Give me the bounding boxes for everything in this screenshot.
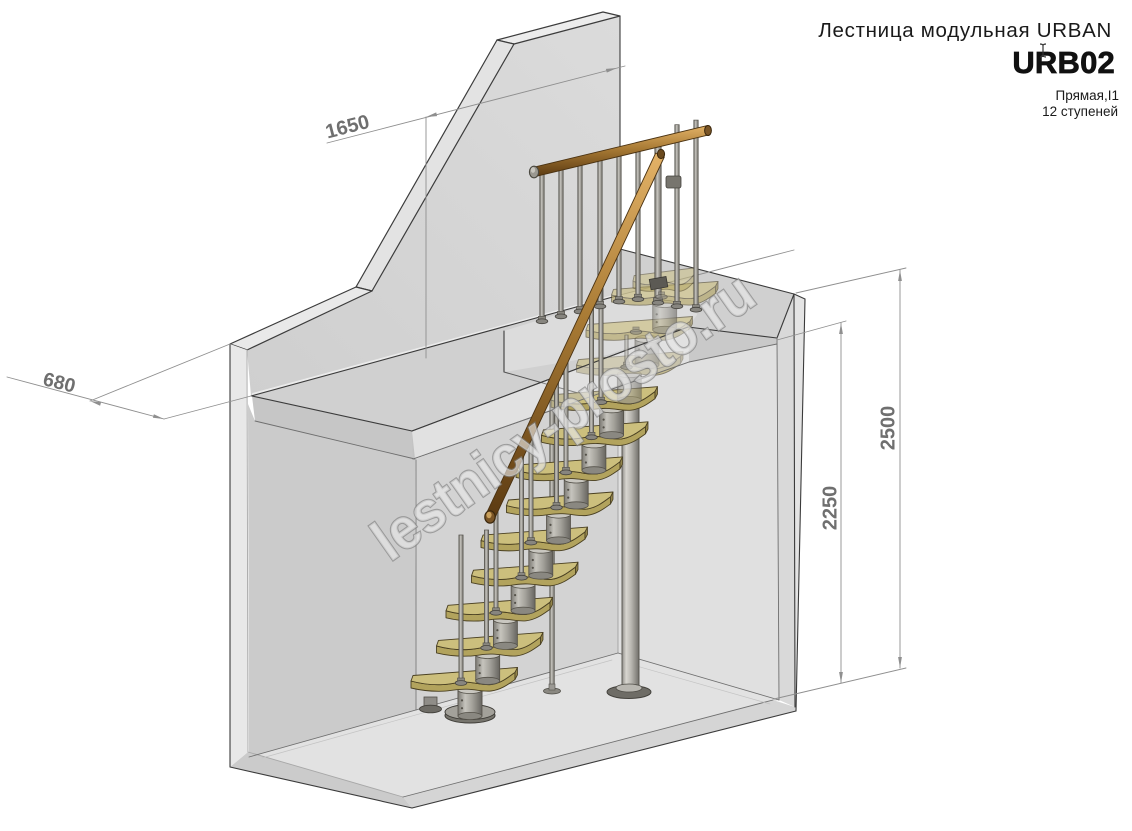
svg-text:Прямая,I1: Прямая,I1	[1056, 88, 1119, 103]
svg-text:12 ступеней: 12 ступеней	[1042, 104, 1118, 119]
svg-text:2500: 2500	[877, 406, 899, 451]
svg-text:2250: 2250	[819, 486, 841, 531]
svg-text:URB02: URB02	[1012, 45, 1115, 80]
svg-text:Лестница модульная URBAN: Лестница модульная URBAN	[818, 19, 1112, 42]
svg-text:680: 680	[41, 368, 78, 397]
svg-text:1650: 1650	[323, 111, 372, 143]
